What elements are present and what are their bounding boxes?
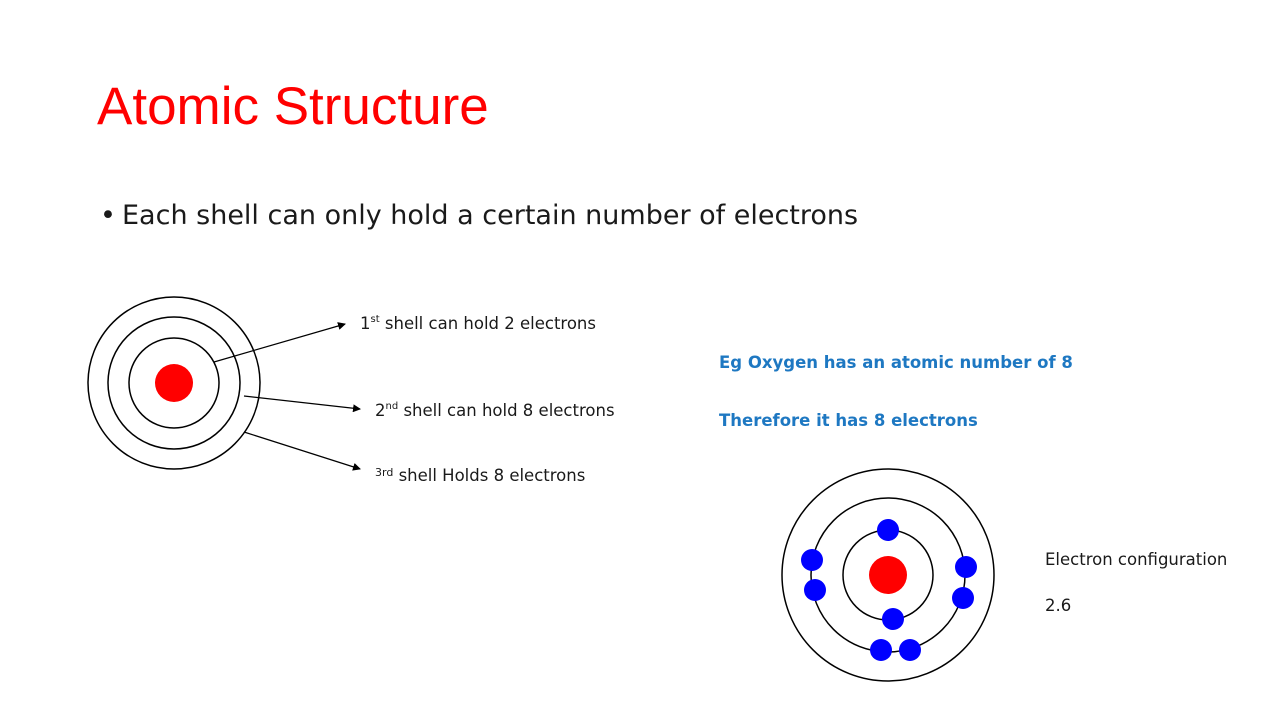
oxygen-outer-shell bbox=[781, 468, 995, 682]
outer-shell bbox=[87, 296, 261, 470]
electron bbox=[899, 639, 921, 661]
first-shell-ordinal: 1 bbox=[360, 314, 371, 333]
middle-shell bbox=[107, 316, 241, 450]
inner-shell bbox=[128, 337, 220, 429]
oxygen-nucleus bbox=[869, 556, 907, 594]
electron bbox=[870, 639, 892, 661]
first-shell-text: shell can hold 2 electrons bbox=[384, 314, 596, 333]
first-shell-label: 1st shell can hold 2 electrons bbox=[360, 309, 596, 335]
shell-diagram bbox=[87, 296, 261, 470]
third-shell-label: 3rd shell Holds 8 electrons bbox=[375, 462, 585, 487]
third-shell-text: shell Holds 8 electrons bbox=[398, 466, 586, 485]
second-shell-suffix: nd bbox=[385, 401, 399, 412]
second-shell-label: 2nd shell can hold 8 electrons bbox=[375, 396, 615, 422]
first-shell-suffix: st bbox=[370, 314, 380, 325]
bullet-text: Each shell can only hold a certain numbe… bbox=[122, 200, 859, 231]
arrow-third-shell bbox=[243, 431, 361, 471]
electron bbox=[952, 587, 974, 609]
arrow-second-shell bbox=[243, 395, 361, 413]
bullet-dot-icon: • bbox=[100, 200, 116, 231]
electron bbox=[882, 608, 904, 630]
oxygen-diagram bbox=[781, 468, 995, 682]
arrow-first-shell bbox=[213, 322, 346, 363]
second-shell-ordinal: 2 bbox=[375, 401, 386, 420]
shell-arrows bbox=[213, 322, 361, 471]
slide-title: Atomic Structure bbox=[97, 77, 489, 136]
example-line-2: Therefore it has 8 electrons bbox=[719, 411, 978, 430]
configuration-value: 2.6 bbox=[1045, 596, 1072, 615]
nucleus bbox=[155, 364, 193, 402]
bullet-point: •Each shell can only hold a certain numb… bbox=[100, 196, 858, 236]
second-shell-text: shell can hold 8 electrons bbox=[403, 401, 615, 420]
electron bbox=[801, 549, 823, 571]
configuration-label: Electron configuration bbox=[1045, 550, 1228, 569]
third-shell-prefix: 3rd bbox=[375, 466, 394, 479]
electron bbox=[955, 556, 977, 578]
electron bbox=[877, 519, 899, 541]
electron bbox=[804, 579, 826, 601]
example-line-1: Eg Oxygen has an atomic number of 8 bbox=[719, 353, 1073, 372]
